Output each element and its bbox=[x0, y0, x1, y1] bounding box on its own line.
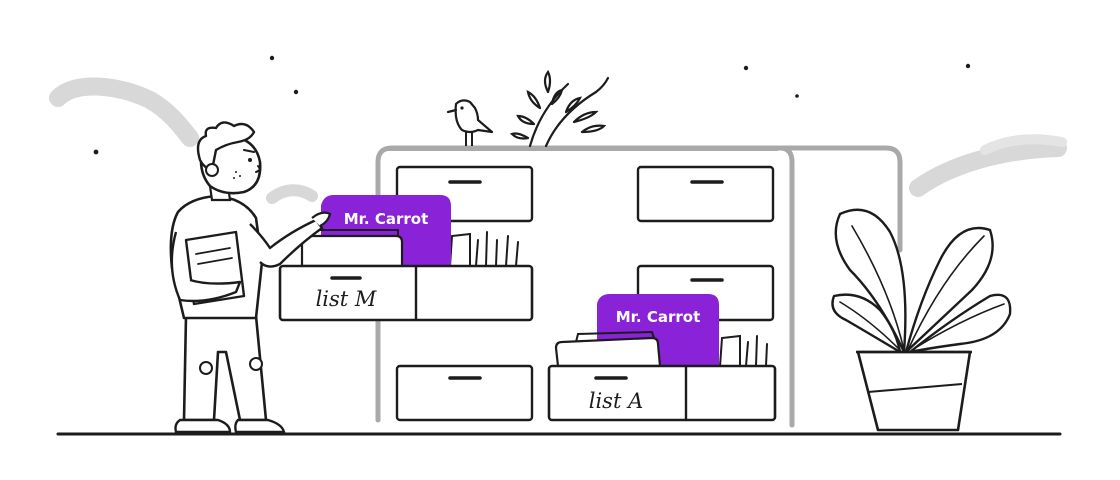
star-dot bbox=[965, 63, 971, 69]
folder-front-left bbox=[300, 234, 404, 268]
folder-front-right-back bbox=[575, 330, 655, 343]
person-freckles bbox=[233, 171, 241, 179]
folder-tab-right-label: Mr. Carrot bbox=[616, 308, 701, 326]
person-nose bbox=[255, 165, 261, 173]
person-ear bbox=[205, 163, 219, 177]
star-dot bbox=[93, 149, 99, 155]
doodle-swoosh-left-2 bbox=[266, 184, 318, 204]
person-book-lines bbox=[195, 247, 233, 265]
person-shoe-right bbox=[234, 418, 286, 434]
cabinet bbox=[375, 145, 903, 428]
star-dot bbox=[743, 65, 749, 71]
plant-leaves bbox=[831, 208, 1012, 354]
person-brow bbox=[243, 149, 255, 153]
open-drawer-list-a bbox=[547, 294, 777, 422]
drawer-label-left: list M bbox=[316, 287, 377, 311]
drawer-top-right bbox=[636, 165, 775, 223]
knee-patch bbox=[199, 361, 213, 375]
person-hand-right bbox=[311, 211, 332, 227]
folder-papers bbox=[475, 231, 519, 267]
drawer-bottom-left bbox=[395, 364, 534, 422]
folder-papers bbox=[745, 335, 768, 367]
plant-veins bbox=[839, 225, 1005, 351]
fern-icon bbox=[509, 69, 610, 148]
person-eye bbox=[248, 158, 252, 162]
background-doodles bbox=[49, 55, 1067, 204]
cabinet-frame bbox=[375, 145, 903, 423]
knee-patch bbox=[249, 357, 263, 371]
person-shoe-left bbox=[174, 418, 232, 434]
doodle-swoosh-right-2 bbox=[980, 134, 1067, 155]
doodle-swoosh-left bbox=[49, 77, 199, 147]
folder-tab-left-label: Mr. Carrot bbox=[344, 210, 429, 228]
open-drawer-list-m bbox=[278, 195, 534, 322]
drawer-box-right bbox=[547, 364, 777, 422]
pot-band bbox=[867, 383, 963, 393]
star-dot bbox=[269, 55, 275, 61]
star-dot bbox=[795, 94, 799, 98]
potted-plant-icon bbox=[831, 208, 1012, 432]
folder-papers bbox=[449, 232, 471, 267]
doodle-swoosh-right bbox=[909, 139, 1067, 197]
drawer-label-right: list A bbox=[589, 389, 644, 413]
star-dot bbox=[293, 89, 299, 95]
person-hair bbox=[196, 121, 256, 172]
cabinet-divider bbox=[777, 145, 795, 428]
bird-icon bbox=[446, 99, 494, 146]
folder-front-right bbox=[554, 336, 662, 368]
person-arm-left bbox=[170, 231, 242, 303]
folder-papers bbox=[719, 334, 741, 367]
person-icon bbox=[169, 121, 332, 434]
